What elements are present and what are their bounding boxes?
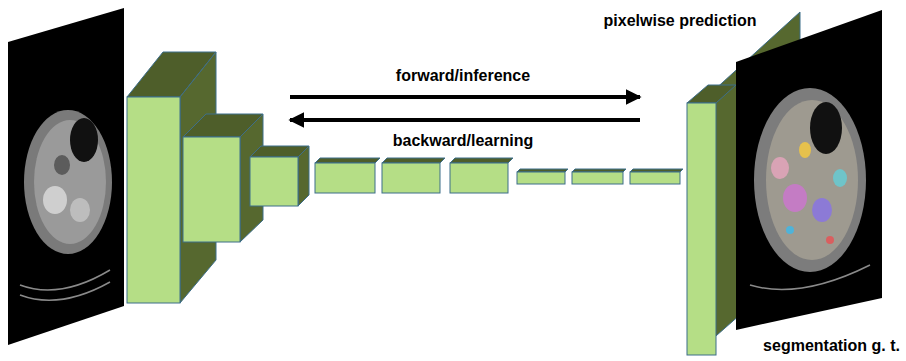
diagram-label: backward/learning: [391, 131, 536, 150]
conv-blocks: [127, 52, 683, 303]
segmentation-image: [736, 10, 882, 330]
prediction-plate-front: [687, 103, 716, 355]
prediction-plate-top: [687, 85, 736, 103]
input-ct-image: [8, 8, 124, 345]
diagram-label: forward/inference: [394, 66, 532, 85]
diagram-label: segmentation g. t.: [761, 336, 902, 355]
diagram-label: pixelwise prediction: [602, 11, 759, 30]
forward-arrow: [290, 95, 640, 99]
backward-arrow: [290, 118, 640, 122]
